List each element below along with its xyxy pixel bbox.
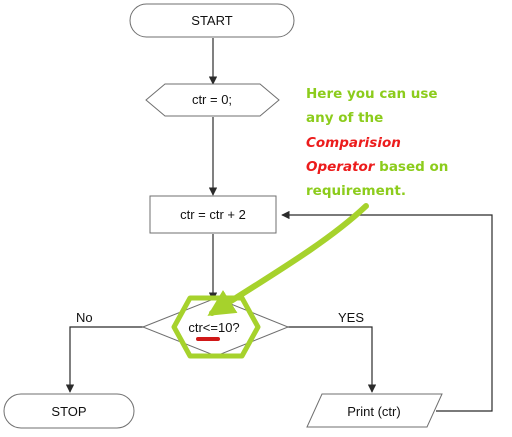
annotation-operator-word: Operator (306, 159, 376, 175)
increment-node-shape (149, 195, 277, 234)
stop-terminal-shape (3, 393, 135, 429)
annotation-line-3: Comparision (306, 135, 401, 151)
stop-terminal: STOP (3, 393, 135, 429)
decision-label: ctr<=10? (188, 320, 239, 335)
increment-node: ctr = ctr + 2 (149, 195, 277, 234)
yes-label: YES (338, 310, 364, 325)
annotation-line-5: requirement. (306, 183, 406, 199)
decision-operator: <= (203, 320, 218, 335)
annotation-line-2: any of the (306, 110, 383, 126)
annotation-note: Here you can use any of the Comparision … (306, 86, 448, 199)
edge-print-loop-back (281, 210, 493, 412)
annotation-line-4: Operator based on (306, 159, 448, 175)
start-label: START (191, 13, 232, 28)
print-label: Print (ctr) (347, 404, 400, 419)
start-terminal: START (129, 3, 295, 38)
increment-label: ctr = ctr + 2 (180, 207, 246, 222)
annotation-line-1: Here you can use (306, 86, 438, 102)
highlight-hexagon (171, 295, 261, 359)
annotation-arrow (207, 203, 369, 316)
decision-node: ctr<=10? (141, 295, 290, 359)
annotation-line-4-tail: based on (374, 159, 448, 175)
init-label: ctr = 0; (192, 92, 232, 107)
start-terminal-shape (129, 3, 295, 38)
init-node: ctr = 0; (145, 83, 280, 117)
print-node-shape (306, 393, 443, 428)
edge-no-to-stop (65, 326, 145, 393)
print-node: Print (ctr) (306, 393, 443, 428)
connectors (65, 38, 493, 412)
stop-label: STOP (51, 404, 86, 419)
init-node-shape (145, 83, 280, 117)
no-label: No (76, 310, 93, 325)
decision-label-post: 10? (218, 320, 240, 335)
edge-yes-to-print (287, 326, 377, 393)
decision-label-pre: ctr (188, 320, 203, 335)
